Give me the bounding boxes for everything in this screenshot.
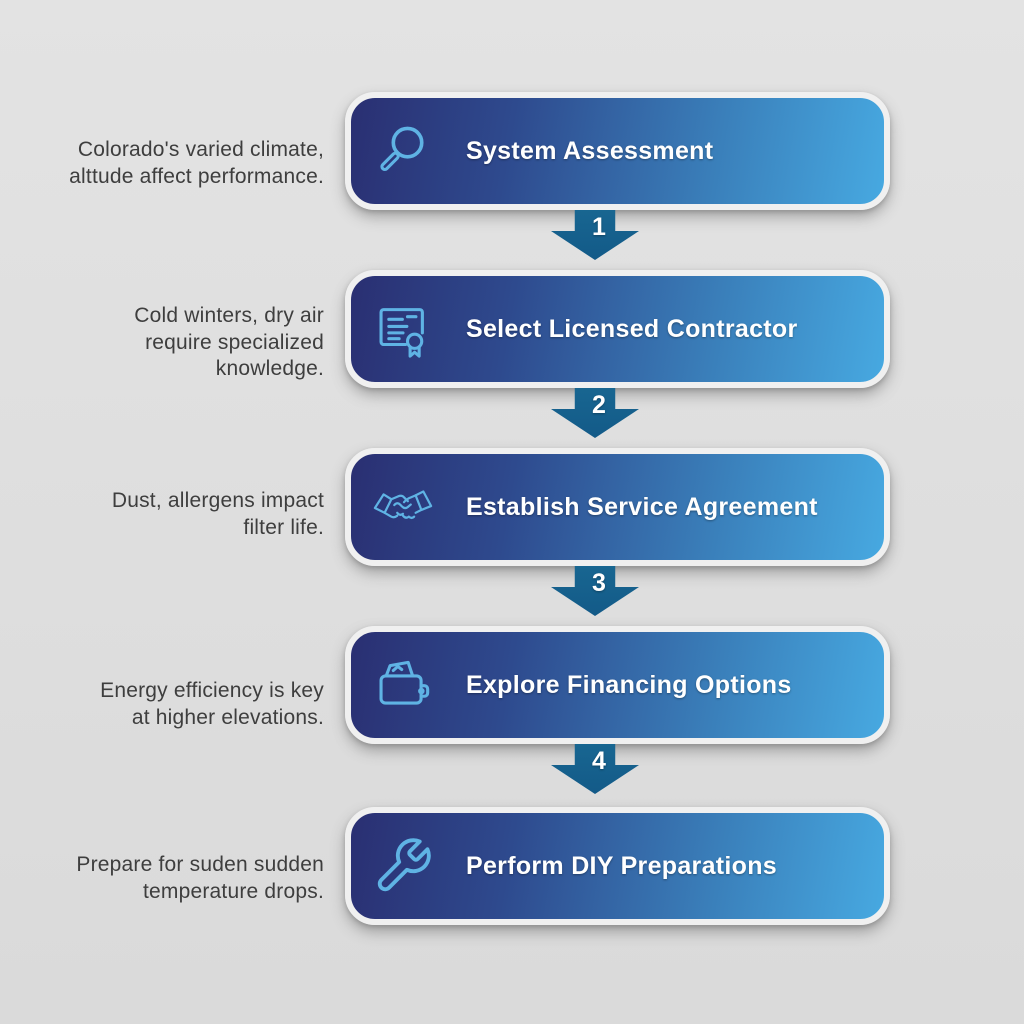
note-step-5: Prepare for suden sudden temperature dro… bbox=[38, 852, 324, 905]
step-box-system-assessment: System Assessment bbox=[345, 92, 890, 210]
magnifier-icon bbox=[372, 120, 434, 182]
note-line: require specialized knowledge. bbox=[145, 330, 324, 381]
arrow-down-3: 3 bbox=[551, 566, 639, 616]
note-step-4: Energy efficiency is key at higher eleva… bbox=[38, 678, 324, 731]
arrow-down-2: 2 bbox=[551, 388, 639, 438]
note-line: alttude affect performance. bbox=[69, 164, 324, 188]
wallet-icon bbox=[372, 654, 434, 716]
step-title: Establish Service Agreement bbox=[466, 492, 818, 521]
note-line: temperature drops. bbox=[142, 879, 324, 903]
note-line: at higher elevations. bbox=[131, 705, 324, 729]
step-box-service-agreement: Establish Service Agreement bbox=[345, 448, 890, 566]
step-box-diy-preparations: Perform DIY Preparations bbox=[345, 807, 890, 925]
arrow-number: 4 bbox=[592, 747, 606, 775]
arrow-down-1: 1 bbox=[551, 210, 639, 260]
note-line: Energy efficiency is key bbox=[100, 679, 324, 702]
certificate-icon bbox=[372, 298, 434, 360]
arrow-number: 1 bbox=[592, 213, 606, 241]
step-title: Perform DIY Preparations bbox=[466, 851, 778, 880]
step-title: Select Licensed Contractor bbox=[466, 314, 798, 343]
arrow-down-4: 4 bbox=[551, 744, 639, 794]
arrow-number: 2 bbox=[592, 391, 606, 419]
step-title: Explore Financing Options bbox=[466, 670, 792, 699]
note-line: Dust, allergens impact bbox=[111, 489, 324, 512]
note-step-2: Cold winters, dry air require specialize… bbox=[38, 303, 324, 383]
note-line: Prepare for suden sudden bbox=[76, 853, 324, 876]
wrench-icon bbox=[372, 835, 434, 897]
note-line: filter life. bbox=[243, 515, 324, 539]
note-line: Cold winters, dry air bbox=[134, 304, 324, 327]
step-box-financing-options: Explore Financing Options bbox=[345, 626, 890, 744]
note-step-1: Colorado's varied climate, alttude affec… bbox=[38, 137, 324, 190]
arrow-number: 3 bbox=[592, 569, 606, 597]
note-step-3: Dust, allergens impact filter life. bbox=[38, 488, 324, 541]
step-title: System Assessment bbox=[466, 136, 714, 165]
note-line: Colorado's varied climate, bbox=[77, 138, 324, 161]
handshake-icon bbox=[372, 476, 434, 538]
step-box-select-contractor: Select Licensed Contractor bbox=[345, 270, 890, 388]
